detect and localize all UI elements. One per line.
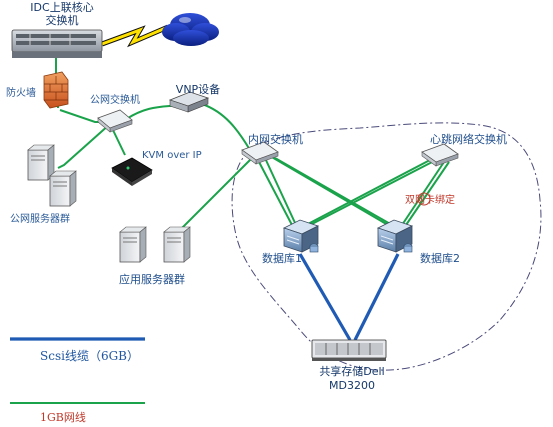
cluster-boundary bbox=[231, 122, 542, 371]
legend-gigabit-label: 1GB网线 bbox=[40, 410, 86, 424]
public-switch: 公网交换机 bbox=[90, 93, 140, 133]
heartbeat-switch: 心跳网络交换机 bbox=[421, 132, 507, 167]
db1-label: 数据库1 bbox=[262, 251, 302, 265]
public-server-group: 公网服务器群 bbox=[10, 144, 77, 225]
vnp-device: VNP设备 bbox=[168, 82, 220, 113]
legend-scsi-label: Scsi线缆（6GB） bbox=[40, 349, 139, 363]
storage-label-line2: MD3200 bbox=[329, 379, 375, 392]
kvm-label: KVM over IP bbox=[142, 150, 202, 161]
scsi-links bbox=[298, 253, 400, 341]
firewall: 防火墙 bbox=[6, 71, 69, 109]
app-server-group: 应用服务器群 bbox=[119, 226, 191, 286]
heartbeat-switch-label: 心跳网络交换机 bbox=[430, 132, 507, 146]
public-switch-label: 公网交换机 bbox=[90, 93, 140, 106]
storage-label-line1: 共享存储Dell bbox=[319, 364, 384, 378]
core-switch: IDC上联核心 交换机 bbox=[11, 0, 103, 58]
gigabit-links bbox=[55, 36, 450, 237]
cloud-icon bbox=[162, 13, 219, 46]
public-servers-label: 公网服务器群 bbox=[10, 212, 70, 225]
database-server-1: 数据库1 bbox=[262, 219, 320, 265]
tower-server-icon bbox=[27, 144, 55, 181]
rack-switch-icon bbox=[11, 29, 103, 58]
vnp-label: VNP设备 bbox=[176, 82, 220, 96]
legend: Scsi线缆（6GB） 1GB网线 bbox=[10, 337, 145, 424]
network-switch-icon bbox=[241, 141, 279, 165]
db-server-icon bbox=[376, 219, 414, 253]
core-switch-label-line1: IDC上联核心 bbox=[30, 0, 93, 14]
db2-label: 数据库2 bbox=[420, 251, 460, 265]
dual-nic-annotation: 双网卡绑定 bbox=[405, 192, 455, 206]
kvm-device: KVM over IP bbox=[111, 150, 202, 186]
brick-firewall-icon bbox=[43, 71, 69, 109]
appliance-icon bbox=[168, 91, 210, 113]
core-switch-label-line2: 交换机 bbox=[46, 13, 79, 27]
db-server-icon bbox=[282, 219, 320, 253]
network-switch-icon bbox=[97, 109, 133, 133]
shared-storage: 共享存储Dell MD3200 bbox=[311, 339, 387, 392]
database-server-2: 数据库2 bbox=[376, 219, 460, 265]
disk-array-icon bbox=[311, 339, 387, 361]
app-servers-label: 应用服务器群 bbox=[119, 272, 185, 286]
lightning-icon bbox=[101, 24, 169, 48]
tower-server-icon bbox=[163, 226, 191, 263]
tower-server-icon bbox=[49, 170, 77, 207]
kvm-device-icon bbox=[111, 157, 153, 186]
tower-server-icon bbox=[119, 226, 147, 263]
network-switch-icon bbox=[421, 143, 459, 167]
firewall-label: 防火墙 bbox=[6, 86, 36, 99]
dual-nic-label: 双网卡绑定 bbox=[405, 193, 455, 206]
inner-switch-label: 内网交换机 bbox=[248, 132, 303, 146]
inner-switch: 内网交换机 bbox=[241, 132, 303, 165]
